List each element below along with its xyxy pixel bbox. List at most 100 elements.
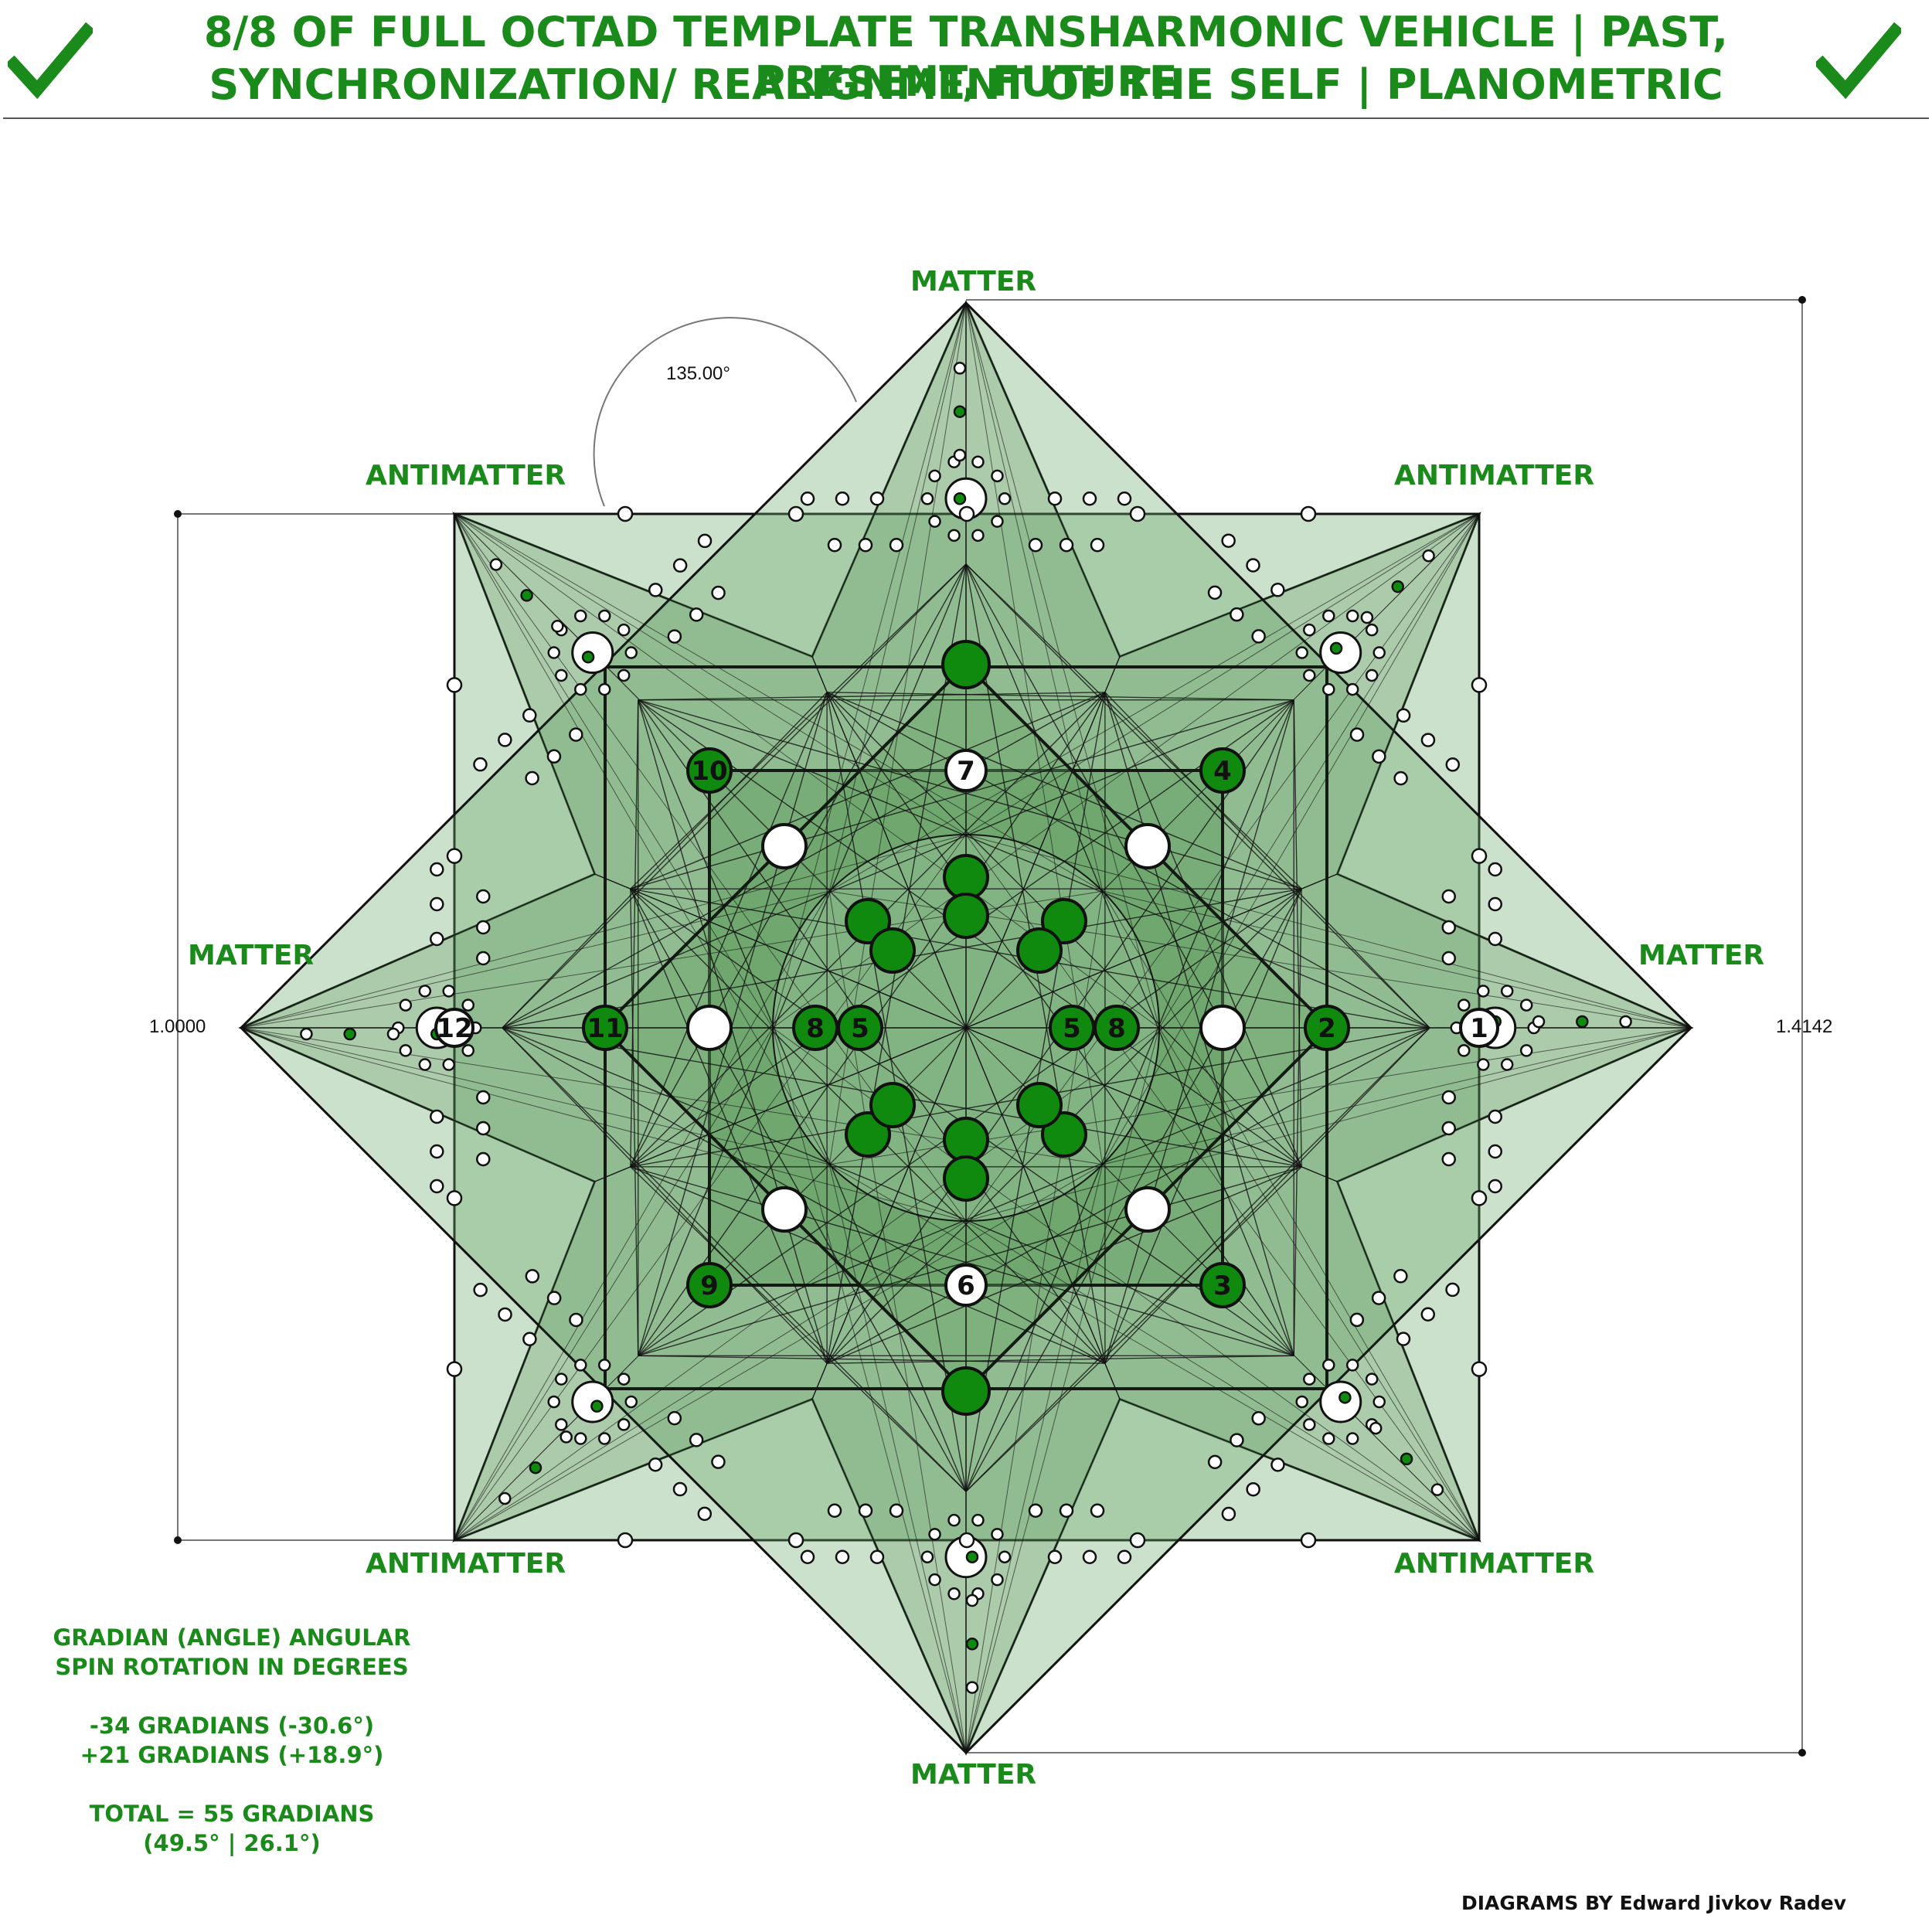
small-white-node	[1441, 951, 1456, 966]
small-white-node	[1441, 889, 1456, 904]
node-8-left: 8	[792, 1005, 838, 1051]
green-cluster-node	[1016, 1082, 1063, 1128]
radial-line	[965, 1220, 1480, 1541]
small-white-node	[835, 492, 850, 506]
small-white-node	[1396, 1332, 1411, 1346]
radial-line	[965, 1027, 1160, 1753]
small-white-node	[1345, 682, 1359, 696]
small-white-node	[418, 1058, 432, 1071]
small-white-node	[560, 1430, 573, 1444]
node-10: 10	[686, 747, 733, 794]
small-white-node	[551, 620, 564, 633]
small-white-node	[648, 583, 663, 597]
radial-line	[1102, 890, 1692, 1029]
small-white-node	[1322, 1359, 1335, 1372]
small-white-node	[476, 920, 491, 935]
small-white-node	[1393, 770, 1408, 786]
radial-line	[1102, 890, 1480, 1541]
chord-line	[638, 699, 1430, 1029]
small-white-node	[1246, 558, 1260, 573]
small-white-node	[1322, 609, 1335, 623]
small-white-node	[920, 1550, 934, 1563]
small-white-node	[1488, 896, 1502, 912]
green-cluster-node	[943, 1117, 989, 1163]
node-number: 6	[957, 1270, 975, 1301]
chord-line	[965, 563, 1294, 1356]
small-white-node	[476, 1151, 491, 1167]
small-white-node	[399, 998, 413, 1012]
node-number: 12	[436, 1013, 472, 1044]
small-white-node	[617, 668, 631, 682]
small-white-node	[947, 1587, 961, 1600]
radial-line	[828, 513, 1480, 892]
node-number: 5	[851, 1013, 869, 1044]
small-white-node	[461, 998, 474, 1012]
green-cluster-node	[869, 927, 916, 974]
small-white-node	[525, 1269, 540, 1284]
chord-line	[965, 699, 1294, 1492]
small-white-node	[546, 749, 562, 764]
small-white-node	[1477, 1058, 1490, 1071]
small-white-node	[442, 985, 455, 998]
small-white-node	[928, 469, 941, 483]
chord-line	[630, 699, 639, 1167]
white-node	[686, 1005, 733, 1051]
small-green-node	[343, 1027, 356, 1041]
small-white-node	[617, 505, 634, 522]
chord-line	[502, 1027, 1106, 1364]
small-white-node	[965, 1594, 979, 1607]
small-white-node	[1047, 1549, 1063, 1564]
small-white-node	[800, 1549, 815, 1564]
small-green-node	[590, 1400, 604, 1413]
small-white-node	[569, 727, 583, 742]
small-white-node	[1322, 682, 1335, 696]
label-matter-right: MATTER	[1638, 940, 1765, 971]
radial-line	[965, 513, 1480, 835]
small-white-node	[1082, 1549, 1097, 1564]
small-white-node	[300, 1027, 313, 1041]
small-white-node	[1295, 1395, 1308, 1409]
radial-line	[965, 1164, 1104, 1753]
small-white-node	[711, 585, 726, 600]
small-white-node	[1300, 1532, 1317, 1549]
node-3: 3	[1199, 1262, 1246, 1308]
node-5-left: 5	[837, 1005, 883, 1051]
small-white-node	[928, 1528, 941, 1541]
small-white-node	[1420, 1307, 1436, 1322]
node-2: 2	[1304, 1005, 1350, 1051]
small-white-node	[617, 623, 631, 637]
small-white-node	[835, 1549, 850, 1564]
small-white-node	[1519, 1044, 1533, 1057]
small-white-node	[1471, 677, 1488, 693]
small-white-node	[697, 1506, 713, 1522]
small-white-node	[617, 1372, 631, 1386]
small-white-node	[1393, 1269, 1408, 1284]
small-white-node	[1519, 998, 1533, 1012]
node-number: 10	[691, 756, 727, 787]
small-white-node	[1270, 583, 1285, 597]
node-12: 12	[434, 1008, 474, 1048]
small-white-node	[546, 1291, 562, 1305]
small-white-node	[1441, 1151, 1456, 1167]
label-antimatter-top-left: ANTIMATTER	[366, 460, 566, 492]
small-white-node	[386, 1027, 400, 1041]
chord-line	[630, 1166, 1106, 1364]
radial-line	[240, 834, 967, 1029]
chord-line	[630, 888, 967, 1492]
small-white-node	[947, 1513, 961, 1527]
small-white-node	[430, 1109, 444, 1124]
node-8-right: 8	[1094, 1005, 1140, 1051]
chord-line	[630, 888, 828, 1364]
small-white-node	[476, 1090, 491, 1105]
small-white-node	[522, 708, 537, 723]
small-white-node	[1420, 733, 1436, 747]
small-white-node	[1500, 985, 1514, 998]
small-white-node	[1365, 668, 1379, 682]
small-white-node	[1303, 1418, 1316, 1431]
chord-line	[1104, 699, 1294, 1364]
small-white-node	[555, 1372, 568, 1386]
chord-line	[1293, 699, 1302, 1167]
page-title-line-1: 8/8 OF FULL OCTAD TEMPLATE TRANSHARMONIC…	[203, 8, 1729, 106]
radial-line	[240, 890, 830, 1029]
small-white-node	[1488, 1144, 1502, 1159]
